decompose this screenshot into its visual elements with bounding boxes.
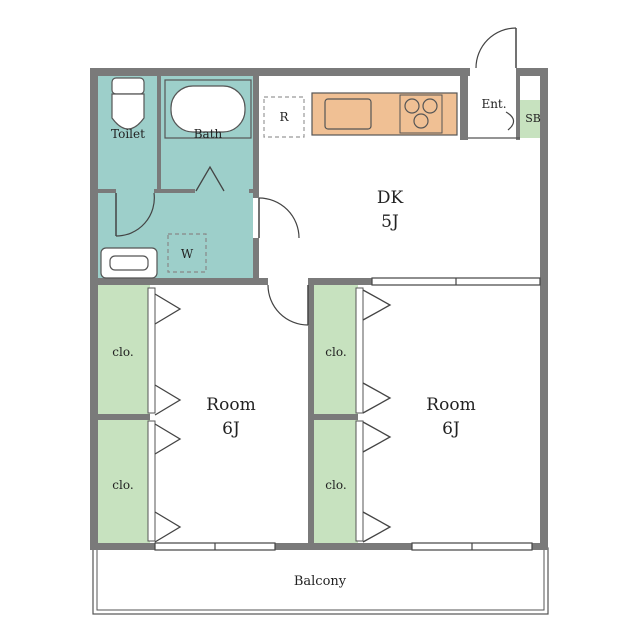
entrance-label: Ent.	[481, 97, 506, 111]
washroom-door	[258, 197, 300, 239]
kitchen-sink	[324, 98, 372, 130]
wall-openings	[116, 68, 516, 285]
entrance-curve	[505, 111, 515, 131]
shoe-box	[520, 100, 540, 138]
refrigerator-space	[263, 96, 305, 138]
closet-label: clo.	[112, 478, 133, 492]
toilet-door	[115, 192, 155, 237]
toilet-fixture	[111, 77, 145, 130]
room-left-floor	[152, 285, 308, 543]
closet-right-lower	[314, 420, 358, 543]
closet-label: clo.	[325, 345, 346, 359]
balcony-label: Balcony	[294, 574, 347, 589]
walls	[90, 68, 548, 550]
closet-left-lower	[98, 420, 150, 543]
room-left-name: Room	[206, 395, 255, 415]
shoe-box-label: SB	[525, 112, 541, 125]
entrance-door	[475, 27, 517, 69]
room-left-door	[267, 284, 309, 326]
bath-label: Bath	[194, 127, 223, 141]
washer-space	[167, 233, 207, 273]
stove	[399, 94, 443, 134]
washer-label: W	[181, 247, 194, 261]
bath-door	[195, 165, 225, 192]
room-right-size: 6J	[442, 419, 460, 439]
room-right-floor	[360, 285, 540, 543]
dk-name: DK	[377, 188, 404, 208]
refrigerator-label: R	[279, 110, 289, 124]
dk-size: 5J	[381, 212, 399, 232]
closet-left-upper	[98, 285, 150, 414]
wash-basin	[100, 247, 158, 279]
kitchen-counter	[311, 92, 458, 136]
closet-right-upper	[314, 285, 358, 414]
bathtub	[164, 79, 252, 139]
closet-doors-right	[355, 287, 392, 543]
room-left-size: 6J	[222, 419, 240, 439]
closet-label: clo.	[325, 478, 346, 492]
room-right-name: Room	[426, 395, 475, 415]
closet-doors-left	[147, 287, 182, 543]
closet-label: clo.	[112, 345, 133, 359]
windows	[154, 277, 541, 551]
toilet-label: Toilet	[111, 127, 145, 141]
